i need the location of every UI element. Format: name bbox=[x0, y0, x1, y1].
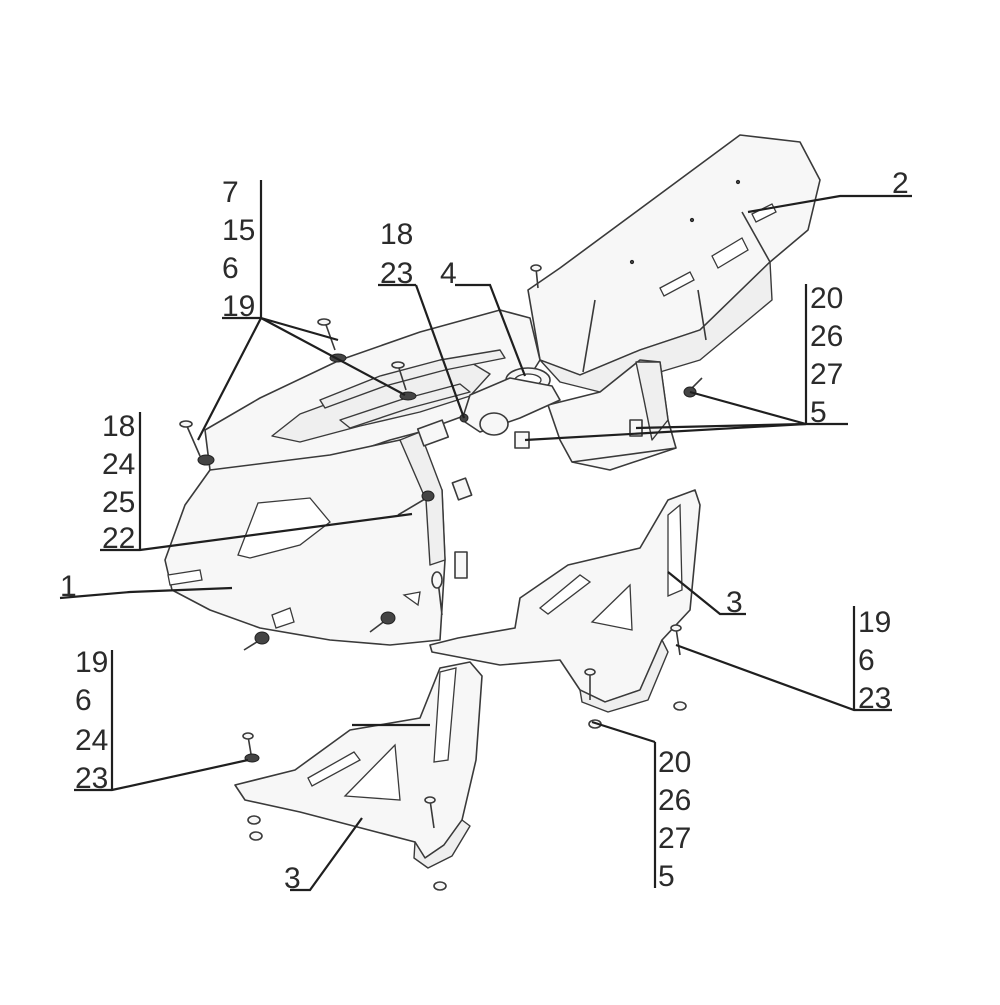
part-4-clamp-bracket bbox=[416, 367, 561, 447]
bolt-icon bbox=[431, 571, 443, 616]
part-2-upper-plate bbox=[527, 134, 821, 393]
bolt-icon bbox=[243, 631, 270, 651]
bolt-icon bbox=[670, 624, 682, 656]
callout-19: 19 bbox=[75, 646, 108, 679]
callout-7: 7 bbox=[222, 176, 239, 209]
nut-icon bbox=[673, 701, 687, 711]
nut-icon bbox=[247, 815, 261, 825]
callout-27: 27 bbox=[658, 822, 691, 855]
callout-15: 15 bbox=[222, 214, 255, 247]
callout-5: 5 bbox=[658, 860, 675, 893]
callout-6: 6 bbox=[222, 252, 239, 285]
callout-18: 18 bbox=[380, 218, 413, 251]
callout-27: 27 bbox=[810, 358, 843, 391]
callout-part-4: 4 bbox=[440, 257, 457, 290]
rear-hanger-bracket bbox=[547, 359, 677, 471]
callout-26: 26 bbox=[658, 784, 691, 817]
callout-group-left-lower: 19 6 24 23 bbox=[75, 646, 108, 795]
callout-5: 5 bbox=[810, 396, 827, 429]
bolt-icon bbox=[369, 611, 396, 633]
nut-icon bbox=[433, 881, 447, 891]
callout-6: 6 bbox=[858, 644, 875, 677]
fasteners bbox=[179, 264, 703, 891]
callout-part-3-right: 3 bbox=[726, 586, 743, 619]
callout-20: 20 bbox=[810, 282, 843, 315]
callout-25: 25 bbox=[102, 486, 135, 519]
callout-23: 23 bbox=[75, 762, 108, 795]
bolt-icon bbox=[179, 420, 215, 466]
part-3-right-bracket bbox=[429, 489, 701, 713]
leader-lines bbox=[59, 180, 912, 892]
clip-icon bbox=[451, 477, 473, 501]
callout-group-bottom-right: 20 26 27 5 bbox=[658, 746, 691, 893]
bolt-icon bbox=[242, 732, 260, 763]
callout-23: 23 bbox=[380, 257, 413, 290]
nut-icon bbox=[249, 831, 263, 841]
callout-part-3-bottom: 3 bbox=[284, 862, 301, 895]
callout-23: 23 bbox=[858, 682, 891, 715]
callout-18: 18 bbox=[102, 410, 135, 443]
callout-24: 24 bbox=[102, 448, 135, 481]
callout-19: 19 bbox=[222, 290, 255, 323]
callout-19: 19 bbox=[858, 606, 891, 639]
callout-group-center: 18 23 bbox=[380, 218, 413, 290]
callout-part-1: 1 bbox=[60, 570, 77, 603]
callout-20: 20 bbox=[658, 746, 691, 779]
callout-22: 22 bbox=[102, 522, 135, 555]
callout-6: 6 bbox=[75, 684, 92, 717]
callout-group-top-left: 7 15 6 19 bbox=[222, 176, 255, 323]
bolt-icon bbox=[397, 490, 435, 516]
bolt-icon bbox=[530, 264, 542, 289]
callout-group-left-mid: 18 24 25 22 bbox=[102, 410, 135, 555]
part-1-side-panel bbox=[164, 431, 446, 646]
callout-group-right-upper: 20 26 27 5 bbox=[810, 282, 843, 429]
part-3-bottom-bracket bbox=[234, 661, 483, 869]
bolt-icon bbox=[317, 318, 347, 363]
callout-part-2: 2 bbox=[892, 167, 909, 200]
callout-24: 24 bbox=[75, 724, 108, 757]
callout-26: 26 bbox=[810, 320, 843, 353]
callout-group-right-lower: 19 6 23 bbox=[858, 606, 891, 715]
clip-icon bbox=[454, 551, 468, 579]
bolt-icon bbox=[584, 668, 596, 700]
bolt-icon bbox=[424, 796, 436, 829]
